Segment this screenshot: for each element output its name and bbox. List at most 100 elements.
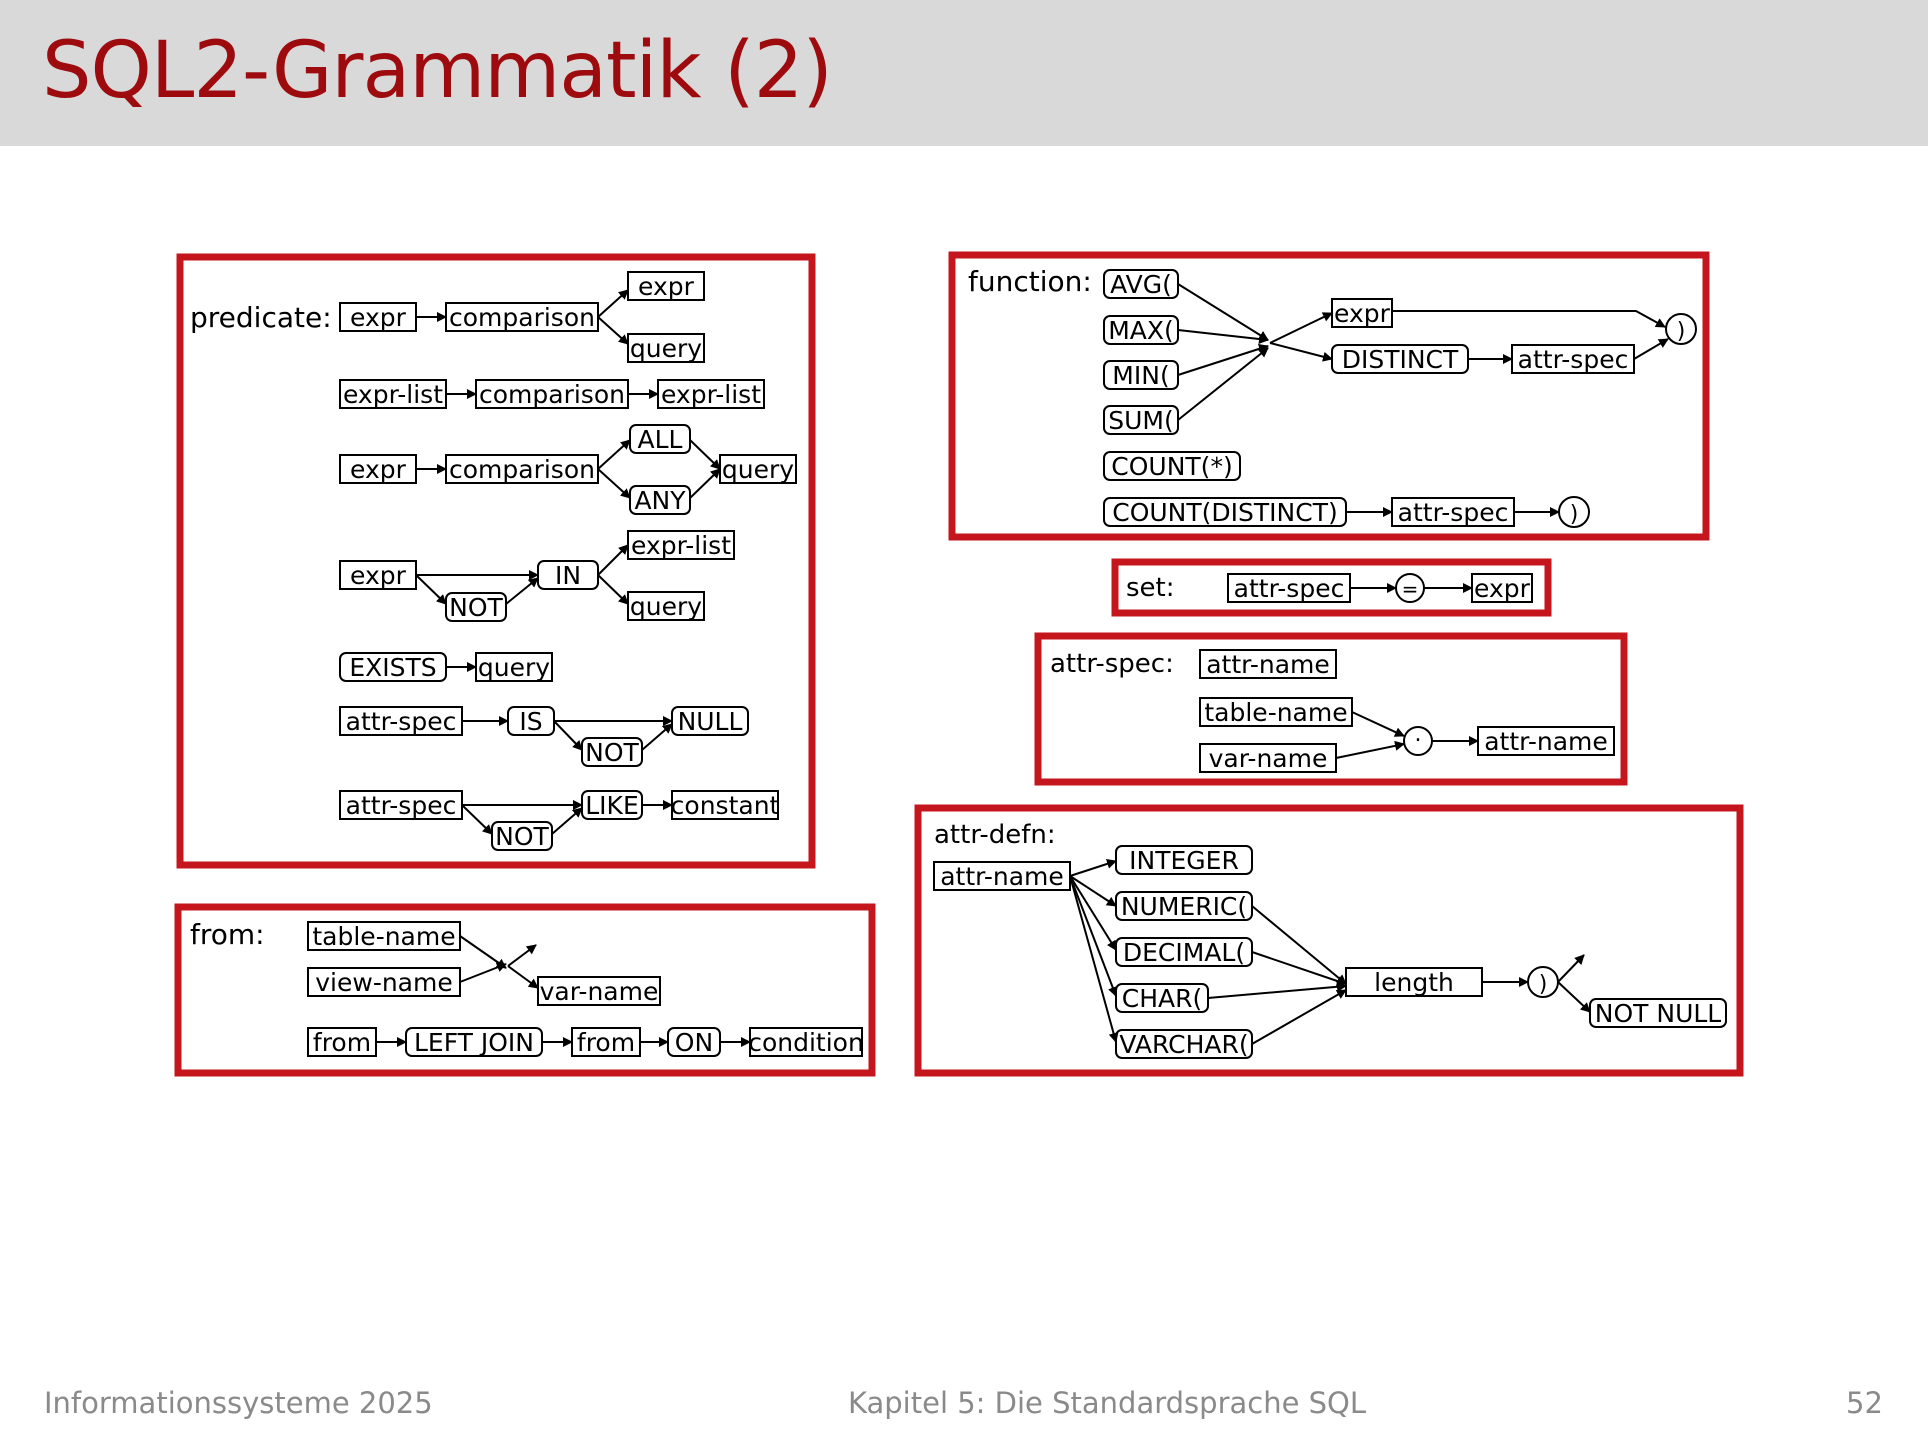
svg-text:expr: expr bbox=[350, 455, 407, 484]
pred-r1-expr: expr bbox=[339, 302, 417, 332]
svg-text:expr: expr bbox=[1334, 299, 1391, 328]
fn-distinct: DISTINCT bbox=[1331, 344, 1469, 374]
from-join-from-1: from bbox=[307, 1027, 377, 1057]
svg-text:MIN(: MIN( bbox=[1112, 361, 1169, 390]
svg-text:expr-list: expr-list bbox=[343, 380, 443, 409]
set-equals: = bbox=[1395, 573, 1425, 603]
svg-text:NULL: NULL bbox=[678, 707, 743, 736]
set-frame bbox=[1111, 558, 1552, 617]
set-expr: expr bbox=[1471, 573, 1533, 603]
svg-text:query: query bbox=[722, 455, 794, 484]
svg-text:=: = bbox=[1402, 577, 1419, 601]
svg-text:from: from bbox=[313, 1028, 371, 1057]
as-attr-name-2: attr-name bbox=[1477, 726, 1615, 756]
svg-text:IS: IS bbox=[519, 707, 542, 736]
svg-text:LIKE: LIKE bbox=[585, 791, 639, 820]
from-condition: condition bbox=[748, 1027, 864, 1057]
pred-r6-not: NOT bbox=[581, 737, 643, 767]
footer-course: Informationssysteme 2025 bbox=[44, 1386, 433, 1420]
pred-r5-exists: EXISTS bbox=[339, 652, 447, 682]
pred-r1-query-opt: query bbox=[627, 333, 705, 363]
footer-chapter: Kapitel 5: Die Standardsprache SQL bbox=[848, 1386, 1367, 1420]
pred-r6-null: NULL bbox=[671, 706, 749, 736]
svg-text:constant: constant bbox=[671, 791, 780, 820]
ad-decimal: DECIMAL( bbox=[1115, 937, 1253, 967]
svg-text:table-name: table-name bbox=[1204, 698, 1347, 727]
from-on: ON bbox=[667, 1027, 721, 1057]
ad-varchar: VARCHAR( bbox=[1115, 1029, 1253, 1059]
ad-length: length bbox=[1345, 967, 1483, 997]
svg-text:NUMERIC(: NUMERIC( bbox=[1121, 892, 1247, 921]
as-var-name: var-name bbox=[1199, 743, 1337, 773]
pred-r2-expr-list-2: expr-list bbox=[657, 379, 765, 409]
svg-text:attr-spec: attr-spec bbox=[1518, 345, 1629, 374]
pred-r4-not: NOT bbox=[445, 592, 507, 622]
pred-r4-expr: expr bbox=[339, 560, 417, 590]
pred-r7-constant: constant bbox=[671, 790, 780, 820]
svg-text:query: query bbox=[630, 334, 702, 363]
fn-max: MAX( bbox=[1103, 315, 1179, 345]
set-diagram: set: attr-spec = expr bbox=[1111, 558, 1552, 617]
svg-text:condition: condition bbox=[748, 1028, 864, 1057]
pred-r6-is: IS bbox=[507, 706, 555, 736]
from-var-name: var-name bbox=[537, 976, 661, 1006]
svg-text:COUNT(DISTINCT): COUNT(DISTINCT) bbox=[1112, 498, 1337, 527]
svg-text:comparison: comparison bbox=[479, 380, 625, 409]
svg-text:SUM(: SUM( bbox=[1108, 406, 1174, 435]
footer-page-number: 52 bbox=[1846, 1386, 1883, 1420]
svg-text:expr-list: expr-list bbox=[631, 531, 731, 560]
fn-count-star: COUNT(*) bbox=[1103, 451, 1241, 481]
pred-r3-any: ANY bbox=[629, 485, 691, 515]
pred-r2-expr-list: expr-list bbox=[339, 379, 447, 409]
fn-avg: AVG( bbox=[1103, 269, 1179, 299]
svg-text:DECIMAL(: DECIMAL( bbox=[1123, 938, 1245, 967]
from-diagram: from: table-name view-name var-name from… bbox=[174, 903, 876, 1077]
from-left-join: LEFT JOIN bbox=[405, 1027, 543, 1057]
pred-r3-all: ALL bbox=[629, 424, 691, 454]
pred-r2-comparison: comparison bbox=[475, 379, 629, 409]
pred-r4-in: IN bbox=[537, 560, 599, 590]
fn-expr: expr bbox=[1331, 298, 1393, 328]
set-attr-spec: attr-spec bbox=[1227, 573, 1351, 603]
predicate-frame bbox=[176, 253, 816, 869]
pred-r4-expr-list: expr-list bbox=[627, 530, 735, 560]
pred-r5-query: query bbox=[475, 652, 553, 682]
fn-attr-spec-2: attr-spec bbox=[1391, 497, 1515, 527]
svg-text:VARCHAR(: VARCHAR( bbox=[1119, 1030, 1248, 1059]
attr-spec-diagram: attr-spec: attr-name table-name var-name… bbox=[1034, 632, 1628, 786]
fn-attr-spec: attr-spec bbox=[1511, 344, 1635, 374]
predicate-diagram: predicate: expr comparison expr query ex… bbox=[176, 253, 816, 869]
svg-text:EXISTS: EXISTS bbox=[349, 653, 436, 682]
fn-count-distinct: COUNT(DISTINCT) bbox=[1103, 497, 1347, 527]
svg-text:query: query bbox=[478, 653, 550, 682]
pred-r3-comparison: comparison bbox=[445, 454, 599, 484]
pred-r6-attr-spec: attr-spec bbox=[339, 706, 463, 736]
predicate-label: predicate: bbox=[190, 301, 332, 334]
svg-text:expr: expr bbox=[350, 303, 407, 332]
slide-title: SQL2-Grammatik (2) bbox=[42, 26, 833, 116]
svg-text:NOT NULL: NOT NULL bbox=[1595, 999, 1722, 1028]
svg-text:CHAR(: CHAR( bbox=[1122, 984, 1202, 1013]
svg-text:attr-name: attr-name bbox=[1206, 650, 1330, 679]
svg-text:): ) bbox=[1539, 972, 1548, 997]
slide-header: SQL2-Grammatik (2) bbox=[0, 0, 1928, 146]
svg-text:expr: expr bbox=[350, 561, 407, 590]
svg-text:expr-list: expr-list bbox=[661, 380, 761, 409]
svg-text:IN: IN bbox=[555, 561, 581, 590]
fn-close-paren-2: ) bbox=[1558, 496, 1590, 528]
from-view-name: view-name bbox=[307, 967, 461, 997]
pred-r3-query: query bbox=[719, 454, 797, 484]
from-join-from-2: from bbox=[571, 1027, 641, 1057]
svg-text:.: . bbox=[1415, 722, 1422, 747]
function-diagram: function: AVG( MAX( MIN( SUM( COUNT(*) C… bbox=[948, 251, 1710, 541]
from-table-name: table-name bbox=[307, 921, 461, 951]
ad-attr-name: attr-name bbox=[933, 861, 1071, 891]
fn-close-paren: ) bbox=[1665, 313, 1697, 345]
svg-text:INTEGER: INTEGER bbox=[1129, 846, 1239, 875]
svg-text:from: from bbox=[577, 1028, 635, 1057]
function-label: function: bbox=[968, 265, 1092, 298]
attr-spec-frame bbox=[1034, 632, 1628, 786]
function-frame bbox=[948, 251, 1710, 541]
attr-defn-label: attr-defn: bbox=[934, 820, 1056, 850]
